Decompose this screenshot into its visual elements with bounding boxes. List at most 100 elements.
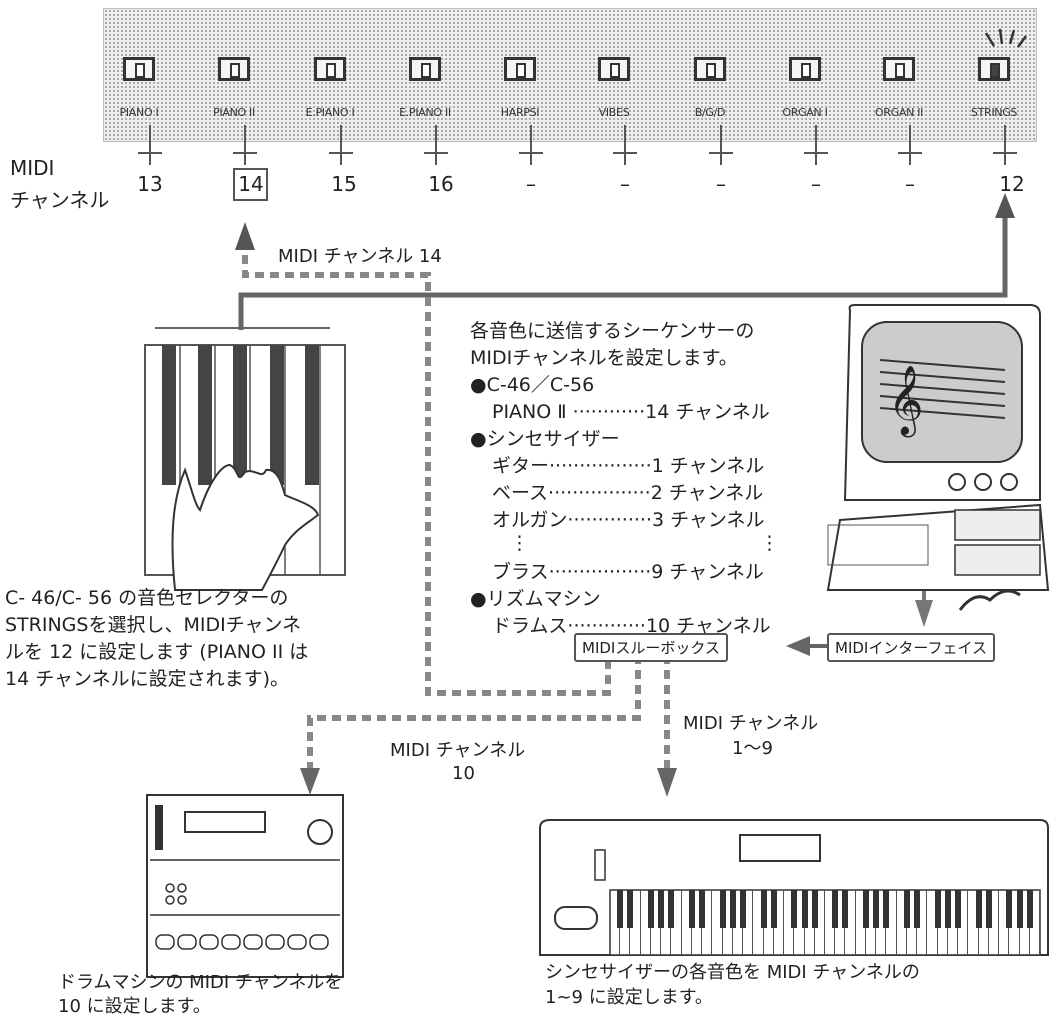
synth-white-key (1030, 890, 1040, 955)
keyboard-caption-line4: 14 チャンネルに設定されます)。 (5, 668, 290, 690)
synth-white-key (917, 890, 928, 955)
synth-black-key (770, 890, 777, 928)
channel-number: – (905, 172, 915, 196)
synth-white-key (989, 890, 1000, 955)
synth-black-key (1026, 890, 1033, 928)
synth-black-key (1006, 890, 1013, 928)
voice-button-organ-2[interactable] (883, 57, 915, 81)
midi-channel-heading-line1: MIDI (10, 156, 55, 180)
info-line1: 各音色に送信するシーケンサーの (470, 320, 755, 342)
synth-black-key (934, 890, 941, 928)
voice-label: HARPSI (500, 106, 540, 119)
synth-black-key (688, 890, 695, 928)
info-row-drums: ドラムス·············10 チャンネル (492, 615, 771, 637)
synth-black-key (740, 890, 747, 928)
synth-black-key (862, 890, 869, 928)
channel-number: – (811, 172, 821, 196)
synth-black-key (668, 890, 675, 928)
synth-black-key (801, 890, 808, 928)
synth-black-key (627, 890, 634, 928)
synth-black-key (985, 890, 992, 928)
computer-monitor-icon: 𝄞 (826, 304, 1050, 611)
keyboard-caption-line2: STRINGSを選択し、MIDIチャンネ (5, 614, 302, 636)
voice-label: ORGAN I (782, 106, 828, 119)
voice-button-organ-1[interactable] (789, 57, 821, 81)
synth-black-key (832, 890, 839, 928)
channel-number: – (620, 172, 630, 196)
voice-selector-panel: PIANO I PIANO II E.PIANO I E.PIANO II HA… (103, 8, 1037, 142)
synth-white-key (743, 890, 754, 955)
info-row-organ: オルガン··············3 チャンネル (492, 509, 765, 531)
voice-button-bgd[interactable] (694, 57, 726, 81)
channel-number: – (716, 172, 726, 196)
arrow-label-channel-14: MIDI チャンネル 14 (278, 246, 442, 267)
synth-black-key (883, 890, 890, 928)
synth-white-key (845, 890, 856, 955)
info-heading-c46: ●C-46／C-56 (470, 374, 595, 396)
synth-channel-label-line1: MIDI チャンネル (683, 713, 819, 734)
info-row-piano2: PIANO Ⅱ ············14 チャンネル (492, 401, 770, 423)
drum-machine-icon (146, 794, 344, 978)
keyboard-caption-line1: C- 46/C- 56 の音色セレクターの (5, 587, 289, 609)
drum-caption-line1: ドラムマシンの MIDI チャンネルを (58, 972, 343, 993)
synth-white-key (671, 890, 682, 955)
info-row-brass: ブラス·················9 チャンネル (492, 561, 764, 583)
synth-black-key (1016, 890, 1023, 928)
svg-text:𝄞: 𝄞 (888, 365, 923, 437)
synth-black-key (791, 890, 798, 928)
synth-black-key (914, 890, 921, 928)
keyboard-hand-icon (144, 327, 346, 591)
info-heading-synth: ●シンセサイザー (470, 428, 620, 450)
voice-label: STRINGS (970, 106, 1018, 119)
synth-white-key (774, 890, 785, 955)
midi-channel-heading-line2: チャンネル (10, 188, 110, 212)
synth-caption-line2: 1~9 に設定します。 (545, 987, 713, 1008)
voice-label: PIANO II (213, 106, 255, 119)
synth-white-key (630, 890, 641, 955)
synth-channel-label-line2: 1〜9 (732, 738, 773, 759)
info-vertical-dots: ⋮ (510, 532, 529, 554)
synth-black-key (617, 890, 624, 928)
voice-button-strings[interactable] (978, 57, 1010, 81)
synth-black-key (873, 890, 880, 928)
drum-caption-line2: 10 に設定します。 (58, 996, 211, 1017)
info-vertical-dots: ⋮ (760, 532, 779, 554)
voice-button-epiano-2[interactable] (409, 57, 441, 81)
voice-label: E.PIANO I (305, 106, 355, 119)
voice-button-epiano-1[interactable] (314, 57, 346, 81)
synth-white-key (886, 890, 897, 955)
midi-interface-box: MIDIインターフェイス (827, 633, 995, 662)
drum-channel-label-line2: 10 (452, 763, 475, 784)
info-heading-rhythm: ●リズムマシン (470, 588, 601, 610)
synth-black-key (719, 890, 726, 928)
channel-number: – (526, 172, 536, 196)
synth-white-key (815, 890, 825, 955)
synth-black-key (944, 890, 951, 928)
keyboard-caption-line3: ルを 12 に設定します (PIANO II は (5, 641, 309, 663)
voice-button-harpsi[interactable] (504, 57, 536, 81)
synth-black-key (729, 890, 736, 928)
synth-black-key (811, 890, 818, 928)
synth-black-key (903, 890, 910, 928)
synth-black-key (955, 890, 962, 928)
info-row-guitar: ギター·················1 チャンネル (492, 455, 765, 477)
synth-white-key (958, 890, 969, 955)
synth-black-key (760, 890, 767, 928)
voice-button-piano-2[interactable] (218, 57, 250, 81)
voice-button-piano-1[interactable] (123, 57, 155, 81)
synth-black-key (699, 890, 706, 928)
drum-channel-label-line1: MIDI チャンネル (390, 740, 526, 761)
voice-button-vibes[interactable] (598, 57, 630, 81)
channel-number: 12 (999, 172, 1025, 196)
synth-black-key (647, 890, 654, 928)
synth-white-key (702, 890, 713, 955)
voice-label: VIBES (598, 106, 630, 119)
voice-label: PIANO I (119, 106, 159, 119)
voice-label: E.PIANO II (399, 106, 451, 119)
voice-label: B/G/D (694, 106, 726, 119)
voice-label: ORGAN II (874, 106, 924, 119)
channel-number: 15 (331, 172, 357, 196)
synth-black-key (975, 890, 982, 928)
info-row-bass: ベース·················2 チャンネル (492, 482, 764, 504)
